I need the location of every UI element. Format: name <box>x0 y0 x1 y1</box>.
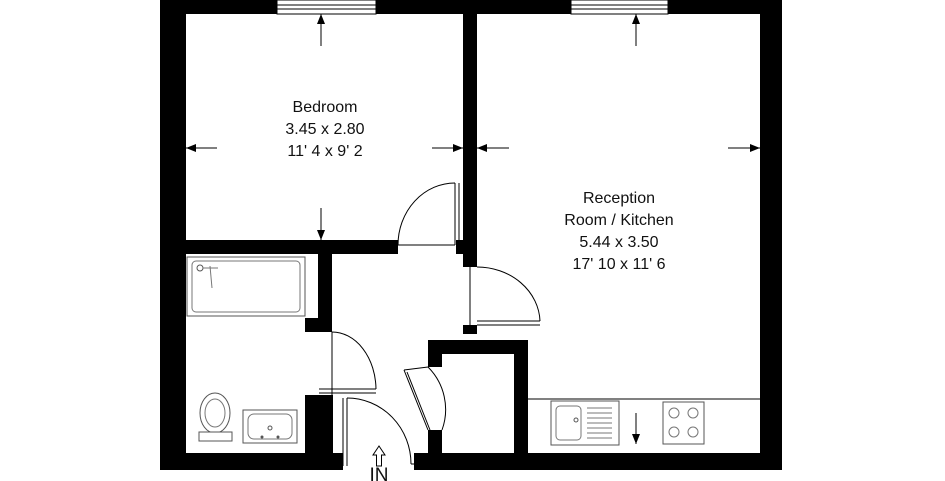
reception-label: Reception Room / Kitchen 5.44 x 3.50 17'… <box>564 190 673 273</box>
door-entrance <box>342 397 414 466</box>
entrance-label: IN <box>370 465 389 481</box>
kitchen-sink <box>550 400 620 446</box>
wall-bath-right-lower <box>305 395 319 453</box>
door-reception <box>469 266 541 326</box>
bedroom-metric: 3.45 x 2.80 <box>285 121 364 138</box>
reception-name-line1: Reception <box>583 190 655 207</box>
reception-metric: 5.44 x 3.50 <box>579 234 658 251</box>
wall-right <box>760 0 782 470</box>
wall-bedroom-reception <box>463 14 477 244</box>
outer-walls <box>160 0 782 470</box>
wall-cupboard-right <box>514 340 528 453</box>
reception-imperial: 17' 10 x 11' 6 <box>573 256 666 273</box>
wall-bath-right-upper <box>318 254 332 318</box>
wall-bottom-right <box>414 453 782 470</box>
bedroom-label: Bedroom 3.45 x 2.80 11' 4 x 9' 2 <box>285 99 364 160</box>
wall-cupboard-left-lower <box>428 430 442 453</box>
door-bedroom <box>397 182 460 246</box>
bedroom-imperial: 11' 4 x 9' 2 <box>287 143 362 160</box>
bathtub <box>186 256 306 317</box>
dimension-arrows <box>186 14 760 444</box>
wall-bedroom-bottom <box>186 240 398 254</box>
wall-cupboard-left-upper <box>428 340 442 367</box>
wall-top-right <box>668 0 782 14</box>
reception-name-line2: Room / Kitchen <box>564 212 673 229</box>
wall-bedroom-bottom-stub <box>456 240 477 254</box>
wall-bottom-left <box>160 453 343 470</box>
bedroom-name: Bedroom <box>293 99 358 116</box>
wall-reception-stub <box>463 325 477 334</box>
toilet <box>198 392 233 442</box>
bathroom-sink <box>242 409 298 444</box>
wall-bath-right-lower-b <box>319 395 333 453</box>
wall-cupboard-top <box>428 340 528 354</box>
window-reception <box>570 0 669 15</box>
wall-bath-notch <box>305 318 332 332</box>
entrance-arrow-icon <box>372 445 386 467</box>
wall-top-mid <box>376 0 571 14</box>
window-bedroom <box>276 0 377 15</box>
kitchen-hob <box>662 401 705 445</box>
door-cupboard <box>403 366 447 431</box>
door-bathroom <box>319 331 377 395</box>
wall-left <box>160 0 186 470</box>
wall-top-left-a <box>160 0 277 14</box>
interior-walls <box>186 14 528 453</box>
